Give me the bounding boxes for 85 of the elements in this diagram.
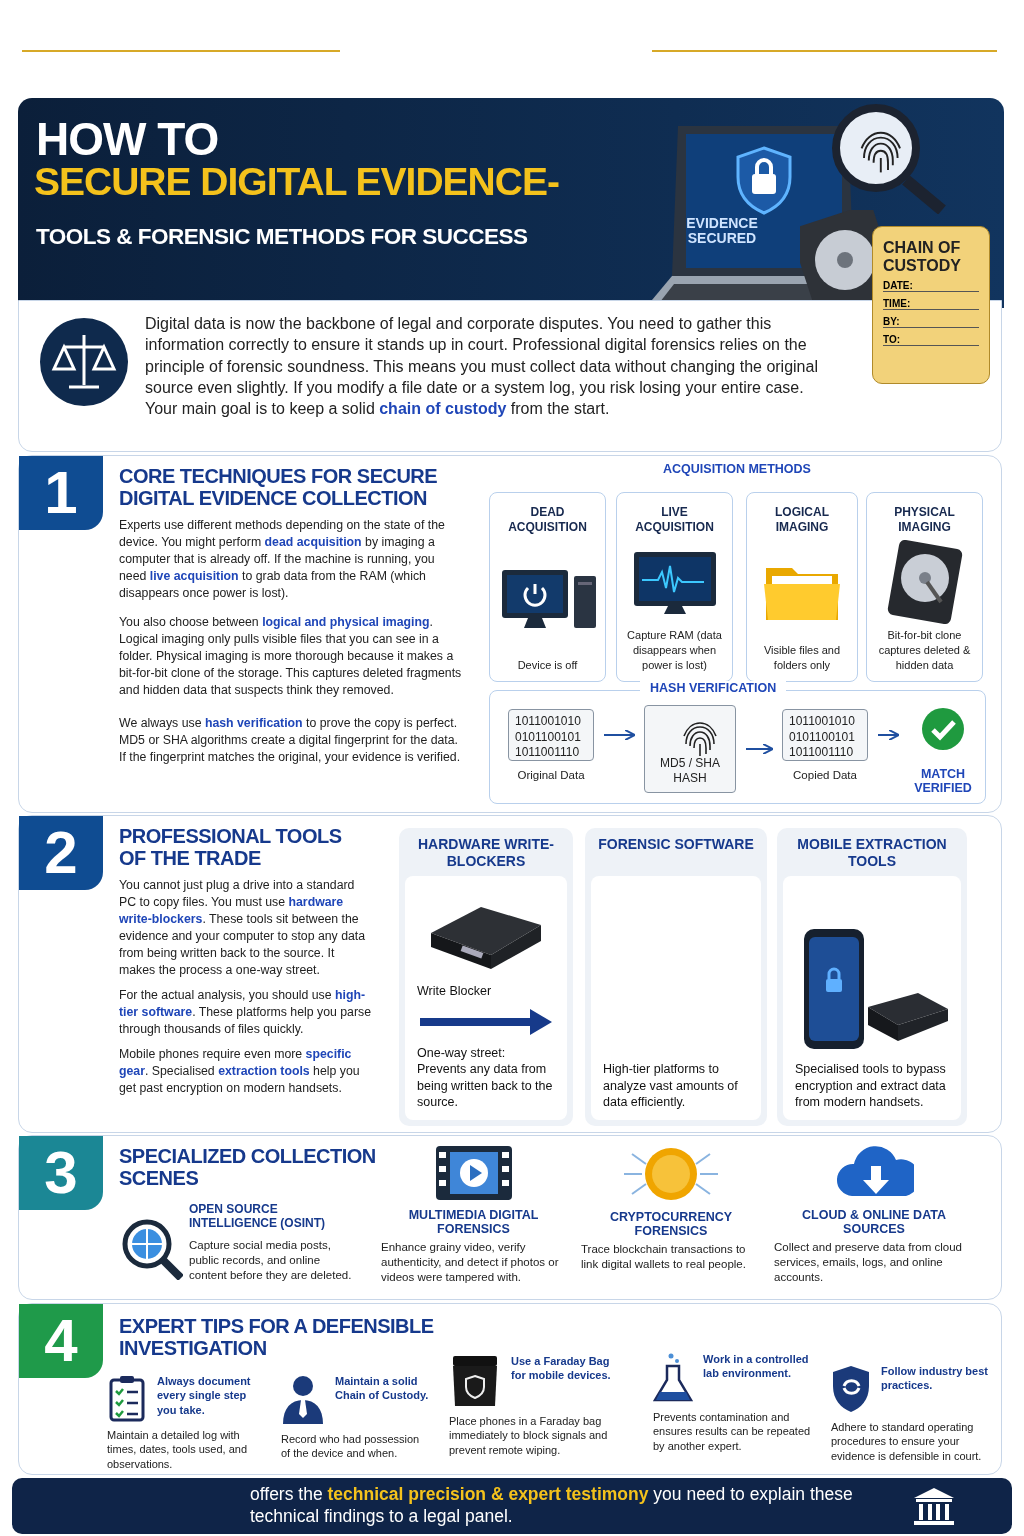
tip-heading: Maintain a solid Chain of Custody.	[335, 1374, 430, 1404]
section-paragraph: You cannot just plug a drive into a standard PC to copy files. You must use hardware write-blockers. These tools sit between the evidence and your computer to stop any data from being written back to the source. It makes the process a one-way street.	[119, 877, 367, 979]
arrow	[745, 743, 774, 755]
method-card	[866, 492, 983, 682]
scene-heading: MULTIMEDIA DIGITAL FORENSICS	[407, 1208, 540, 1236]
binary-text: 1011001010 0101100101 1011001110	[515, 714, 582, 761]
card-text: Write Blocker	[417, 982, 493, 999]
tip-heading: Use a Faraday Bag for mobile devices.	[511, 1354, 612, 1384]
scene-text: Trace blockchain transactions to link digital wallets to real people.	[581, 1242, 747, 1272]
tip-text: Adhere to standard operating procedures to ensure your evidence is defensible in court.	[831, 1420, 983, 1463]
card-heading: PHYSICAL IMAGING	[893, 505, 956, 535]
subtitle: TOOLS & FORENSIC METHODS FOR SUCCESS	[36, 224, 528, 250]
box-caption: Copied Data	[792, 769, 858, 781]
scene-text: Collect and preserve data from cloud services, emails, logs, and online accounts.	[774, 1240, 963, 1285]
card-caption: Bit-for-bit clone captures deleted & hidden data	[877, 628, 972, 673]
section-number: 2	[19, 816, 103, 890]
data-box	[782, 709, 868, 761]
card-caption: Capture RAM (data disappears when power is lost)	[626, 628, 723, 673]
binary-text: 1011001010 0101100101 1011001110	[789, 714, 856, 761]
tag-field: TO:	[883, 334, 979, 347]
scene-heading: CRYPTOCURRENCY FORENSICS	[608, 1210, 734, 1238]
card-text: One-way street: Prevents any data from being written back to the source.	[417, 1045, 554, 1110]
card-heading: FORENSIC SOFTWARE	[597, 835, 755, 854]
data-box	[508, 709, 594, 761]
intro-card	[18, 300, 1002, 452]
section-paragraph: For the actual analysis, you should use high-tier software. These platforms help you parse through thousands of files quickly.	[119, 987, 371, 1038]
section-number: 1	[19, 456, 103, 530]
section-heading: CORE TECHNIQUES FOR SECURE DIGITAL EVIDENCE COLLECTION	[119, 466, 439, 510]
tip-text: Maintain a detailed log with times, dates, tools used, and observations.	[107, 1428, 249, 1471]
tip-item	[831, 1364, 991, 1463]
section-panel	[18, 1135, 1002, 1300]
card-heading: MOBILE EXTRACTION TOOLS	[796, 835, 948, 871]
section-panel	[18, 455, 1002, 813]
section-panel	[18, 815, 1002, 1133]
card-heading: LOGICAL IMAGING	[774, 505, 830, 535]
group-heading: HASH VERIFICATION	[640, 681, 787, 695]
card-caption: Visible files and folders only	[762, 643, 842, 673]
scene-text: Capture social media posts, public records, and online content before they are deleted.	[189, 1238, 353, 1283]
card-heading: DEAD ACQUISITION	[507, 505, 588, 535]
card-caption: Device is off	[517, 658, 578, 673]
section-heading: PROFESSIONAL TOOLS OF THE TRADE	[119, 826, 343, 870]
section-heading: SPECIALIZED COLLECTION SCENES	[119, 1146, 377, 1190]
box-caption: Original Data	[516, 769, 586, 781]
tip-heading: Follow industry best practices.	[881, 1364, 989, 1394]
section-paragraph: Mobile phones require even more specific gear. Specialised extraction tools help you get past encryption on modern handsets.	[119, 1045, 361, 1097]
tip-text: Record who had possession of the device and when.	[281, 1432, 421, 1461]
footer-text: offers the technical precision & expert testimony you need to explain these technical findings to a legal panel.	[250, 1484, 854, 1528]
section-number: 4	[19, 1304, 103, 1378]
tip-heading: Work in a controlled lab environment.	[703, 1352, 810, 1382]
section-number: 3	[19, 1136, 103, 1210]
tip-text: Prevents contamination and ensures results can be repeated by another expert.	[653, 1410, 812, 1453]
result-text: MATCH VERIFIED	[913, 767, 973, 795]
hash-box	[644, 705, 736, 793]
scene-text: Enhance grainy video, verify authenticity, and detect if photos or videos were tampered with.	[381, 1240, 560, 1285]
arrow	[603, 729, 636, 741]
tag-title: CHAIN OF CUSTODY	[883, 239, 962, 275]
footer-banner	[12, 1478, 1012, 1534]
tag-field: DATE:	[883, 280, 979, 293]
hash-text: MD5 / SHA HASH	[659, 756, 721, 786]
tool-card	[399, 828, 573, 1126]
evidence-tag	[872, 226, 990, 384]
section-panel	[18, 1303, 1002, 1475]
scene-heading: CLOUD & ONLINE DATA SOURCES	[801, 1208, 947, 1236]
method-card	[616, 492, 733, 682]
card-heading: HARDWARE WRITE-BLOCKERS	[416, 835, 556, 871]
section-paragraph: We always use hash verification to prove the copy is perfect. MD5 or SHA algorithms create a digital fingerprint for the data. If the fingerprint matches the original, your evidence is verified.	[119, 714, 462, 766]
arrow	[877, 729, 900, 741]
card-text: Specialised tools to bypass encryption and extract data from modern handsets.	[795, 1061, 947, 1110]
screen-text: EVIDENCE SECURED	[685, 216, 759, 246]
card-heading: LIVE ACQUISITION	[634, 505, 715, 535]
tip-heading: Always document every single step you take.	[157, 1374, 252, 1418]
group-heading: ACQUISITION METHODS	[662, 462, 812, 476]
method-card	[746, 492, 858, 682]
tag-field: TIME:	[883, 298, 979, 311]
intro-paragraph: Digital data is now the backbone of legal and corporate disputes. You need to gather this information correctly to ensure it stands up in court. Professional digital forensics relies on the principle of forensic soundness. This means you must collect data without changing the original source even slightly. If you modify a file date or a system log, you risk losing your entire case. Your main goal is to keep a solid chain of custody from the start.	[145, 314, 819, 420]
tip-text: Place phones in a Faraday bag immediately to block signals and prevent remote wiping.	[449, 1414, 609, 1457]
section-paragraph: You also choose between logical and physical imaging. Logical imaging only pulls visible files that you can see in a folder. Physical imaging is more thorough because it makes a bit-for-bit clone of the storage. This captures deleted fragments and hidden data that suspects think they removed.	[119, 614, 463, 699]
card-text: High-tier platforms to analyze vast amounts of data efficiently.	[603, 1061, 739, 1110]
hero-banner	[18, 98, 1004, 308]
scene-heading: OPEN SOURCE INTELLIGENCE (OSINT)	[189, 1202, 326, 1230]
section-paragraph: Experts use different methods depending on the state of the device. You might perform dead acquisition by imaging a computer that is already off. If the machine is running, you need live acquisition to grab data from the RAM (which disappears once power is lost).	[119, 517, 446, 603]
tool-card	[777, 828, 967, 1126]
tag-field: BY:	[883, 316, 979, 329]
section-heading: EXPERT TIPS FOR A DEFENSIBLE INVESTIGATION	[119, 1316, 435, 1360]
method-card	[489, 492, 606, 682]
